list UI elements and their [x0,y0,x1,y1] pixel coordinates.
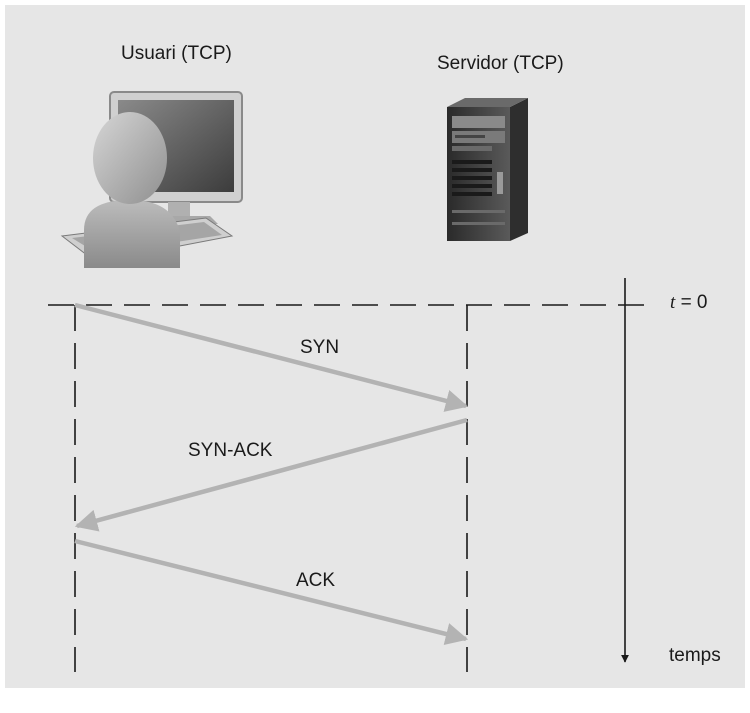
t0-variable: t [670,292,676,313]
t0-equals: = 0 [680,292,708,313]
syn-ack-arrow [74,417,468,532]
syn-label: SYN [300,337,340,358]
server-tower-icon [447,98,528,241]
server-label: Servidor (TCP) [437,53,564,74]
t0-label: t = 0 [670,292,708,314]
client-label: Usuari (TCP) [121,43,232,64]
time-axis-label: temps [669,645,721,666]
syn-ack-label: SYN-ACK [188,440,273,461]
user-at-computer-icon [60,91,243,268]
ack-arrow [74,538,469,645]
ack-label: ACK [296,570,336,591]
syn-arrow [74,302,469,412]
